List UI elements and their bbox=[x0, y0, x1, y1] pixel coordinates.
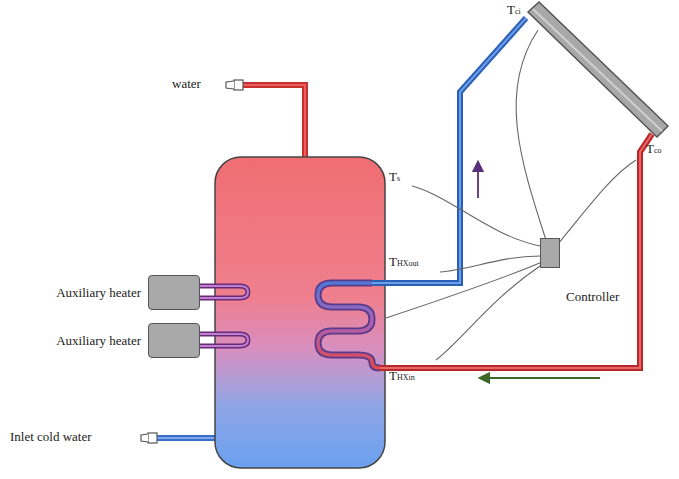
heating-element bbox=[200, 286, 248, 346]
sensor-wire bbox=[386, 30, 636, 360]
sensor-label: Tco bbox=[646, 142, 662, 156]
flow-arrow bbox=[484, 377, 600, 379]
storage-tank bbox=[215, 157, 385, 468]
sensor-label: Tci bbox=[507, 3, 521, 17]
sensor-label: THXin bbox=[389, 369, 415, 383]
auxiliary-heater: Auxiliary heater bbox=[148, 323, 200, 358]
sensor-label: THXout bbox=[389, 255, 419, 269]
heat-exchanger-coil bbox=[318, 283, 380, 368]
hot-water-outlet bbox=[226, 80, 305, 160]
solar-collector bbox=[528, 2, 668, 137]
controller-box: Controller bbox=[540, 238, 560, 268]
auxiliary-heater: Auxiliary heater bbox=[148, 275, 200, 310]
component-label: Controller bbox=[566, 289, 619, 305]
cold-water-inlet bbox=[141, 433, 216, 443]
component-label: Auxiliary heater bbox=[56, 333, 141, 349]
pipe-label: water bbox=[172, 77, 201, 91]
component-label: Auxiliary heater bbox=[56, 285, 141, 301]
pipe-label: Inlet cold water bbox=[10, 430, 92, 444]
flow-arrow bbox=[477, 166, 479, 198]
sensor-label: Ts bbox=[389, 170, 400, 184]
